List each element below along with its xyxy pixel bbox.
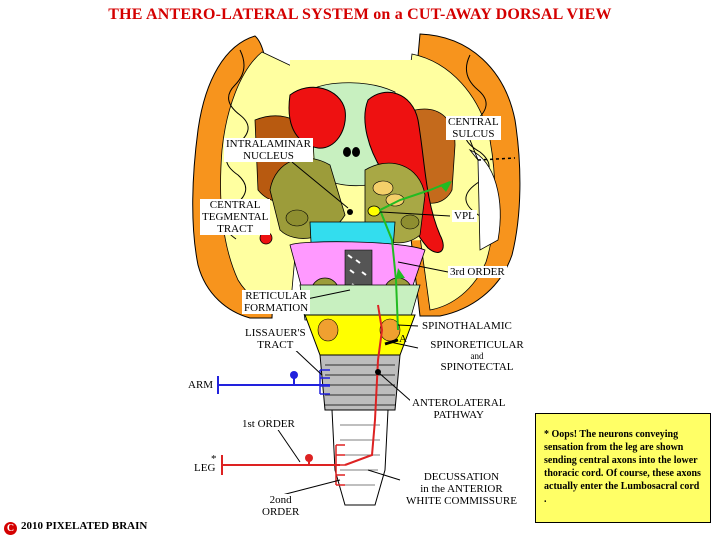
cord-lines-lower [340, 424, 380, 486]
label-central-sulcus-line1: CENTRAL [448, 116, 499, 128]
label-lissauer-line1: LISSAUER'S [245, 327, 306, 339]
label-lissauer: LISSAUER'S TRACT [243, 327, 308, 351]
ventricle-dot-right [352, 147, 360, 157]
ascending-red-axon [344, 304, 384, 466]
leader-spinoreticular [389, 341, 419, 349]
label-leg: LEG [192, 462, 218, 474]
label-lissauer-line2: TRACT [257, 339, 294, 351]
label-reticular-line1: RETICULAR [245, 290, 307, 302]
leader-second-order [281, 479, 341, 496]
label-anterolateral: ANTEROLATERAL PATHWAY [410, 397, 508, 421]
label-spinothalamic: SPINOTHALAMIC [420, 320, 514, 332]
leader-vpl [379, 211, 451, 217]
nucleus-oval-3 [285, 209, 309, 227]
label-arm: ARM [186, 379, 216, 391]
leader-third-order [397, 261, 449, 273]
oops-note: * Oops! The neurons conveying sensation … [535, 413, 711, 523]
left-red-caudate [288, 86, 346, 149]
leader-decussation [367, 469, 401, 481]
label-decussation-line2: in the ANTERIOR [420, 483, 503, 495]
label-third-order: 3rd ORDER [448, 266, 507, 278]
cord-lines-upper [325, 364, 395, 406]
copyright-text: 2010 PIXELATED BRAIN [21, 520, 148, 532]
label-intralaminar: INTRALAMINAR NUCLEUS [224, 138, 313, 162]
nucleus-oval-1 [372, 180, 394, 196]
label-a-marker: A [399, 333, 407, 345]
label-central-tegmental: CENTRAL TEGMENTAL TRACT [200, 199, 271, 235]
label-second-order: 2ond ORDER [260, 494, 302, 518]
label-reticular: RETICULAR FORMATION [242, 290, 311, 314]
arm-branches [319, 369, 330, 395]
vpl-nucleus [367, 205, 381, 217]
ascending-green-axon [378, 181, 451, 331]
label-vpl: VPL [452, 210, 477, 222]
leg-branches [335, 444, 345, 486]
label-spinotectal: SPINOTECTAL [440, 361, 514, 373]
lower-cord [331, 409, 389, 506]
intralaminar-pointer [291, 161, 349, 209]
label-reticular-line2: FORMATION [244, 302, 309, 314]
copyright-icon: C [4, 522, 17, 535]
label-second-order-line2: ORDER [262, 506, 300, 518]
leader-spinothalamic [397, 324, 419, 327]
diagram-title: THE ANTERO-LATERAL SYSTEM on a CUT-AWAY … [108, 6, 612, 23]
label-asterisk: * [211, 453, 217, 465]
label-decussation-line1: DECUSSATION [423, 471, 500, 483]
label-anterolateral-line1: ANTEROLATERAL [412, 397, 506, 409]
label-tegmental-line3: TRACT [217, 223, 254, 235]
label-decussation: DECUSSATION in the ANTERIOR WHITE COMMIS… [404, 471, 519, 507]
label-first-order: 1st ORDER [240, 418, 297, 430]
gray-sulcus [468, 149, 501, 251]
label-tegmental-line1: CENTRAL [209, 199, 261, 211]
label-central-sulcus: CENTRAL SULCUS [446, 116, 501, 140]
label-second-order-line1: 2ond [269, 494, 292, 506]
label-spinoreticular-line: SPINORETICULAR [430, 339, 524, 351]
label-intralaminar-line1: INTRALAMINAR [226, 138, 311, 150]
cervical-cord [319, 354, 401, 411]
olive-left [317, 318, 339, 342]
leader-central-sulcus [469, 139, 479, 161]
green-arrow-1 [396, 268, 405, 279]
leader-anterolateral [377, 371, 413, 403]
anterolateral-dot [375, 369, 381, 375]
label-spinoreticular: SPINORETICULAR and SPINOTECTAL [420, 339, 534, 373]
central-sulcus-dash [477, 157, 516, 161]
intralaminar-dot [347, 209, 353, 215]
nucleus-oval-4 [400, 214, 420, 230]
label-tegmental-line2: TEGMENTAL [202, 211, 269, 223]
copyright: C 2010 PIXELATED BRAIN [4, 520, 147, 535]
label-central-sulcus-line2: SULCUS [452, 128, 495, 140]
ventricle-dot-left [343, 147, 351, 157]
label-intralaminar-line2: NUCLEUS [243, 150, 294, 162]
nucleus-oval-2 [385, 193, 405, 207]
label-and: and [470, 351, 484, 361]
label-anterolateral-line2: PATHWAY [433, 409, 485, 421]
green-arrow-2 [440, 181, 452, 192]
a-marker-bar [384, 338, 399, 346]
label-decussation-line3: WHITE COMMISSURE [406, 495, 517, 507]
